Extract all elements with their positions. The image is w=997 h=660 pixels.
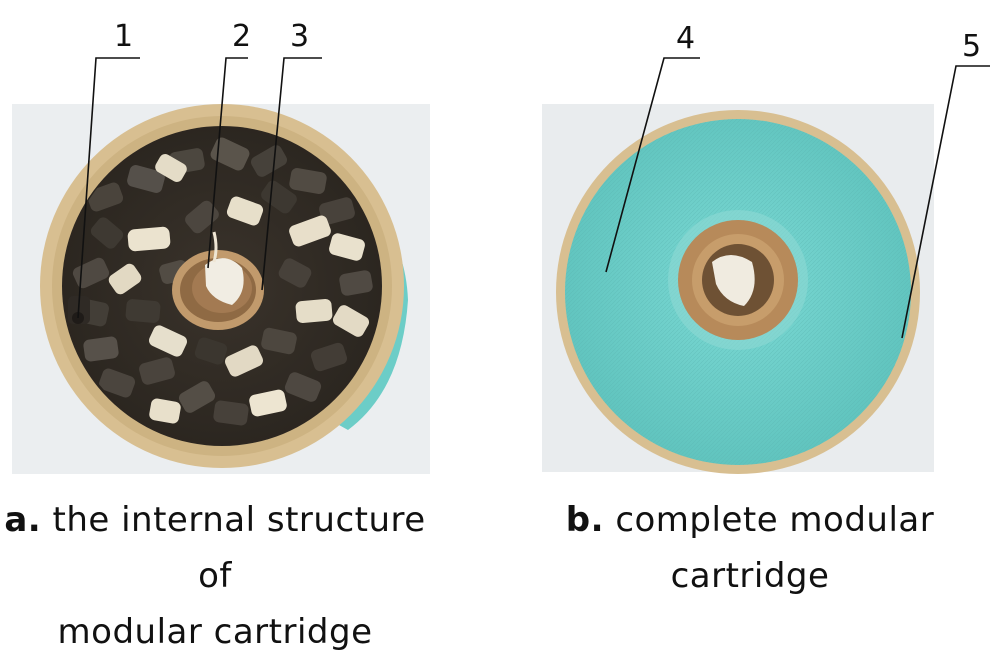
caption-b: b. complete modular cartridge — [540, 492, 960, 604]
callouts-a: 1 2 3 — [114, 19, 309, 54]
callout-1: 1 — [114, 19, 133, 54]
callout-4: 4 — [676, 21, 695, 56]
core-fiber — [205, 258, 244, 305]
photo-complete-cartridge — [542, 104, 934, 474]
caption-a-text1: the internal structure of — [52, 500, 426, 596]
core-fiber — [712, 255, 755, 306]
figure: 1 2 3 4 5 — [12, 19, 990, 474]
caption-a-line1: a. the internal structure of — [0, 492, 430, 604]
caption-b-label: b. — [565, 500, 604, 540]
caption-a: a. the internal structure of modular car… — [0, 492, 430, 660]
callout-5: 5 — [962, 29, 981, 64]
caption-b-text1: complete modular — [615, 500, 935, 540]
photo-internal-structure — [12, 104, 430, 474]
leader-lines-b — [605, 57, 990, 339]
caption-b-line1: b. complete modular — [540, 492, 960, 548]
callout-3: 3 — [290, 19, 309, 54]
caption-b-text2: cartridge — [670, 556, 830, 596]
pellets — [68, 137, 373, 426]
caption-a-label: a. — [4, 500, 42, 540]
leader-lines-a — [77, 57, 322, 319]
caption-a-text2: modular cartridge — [57, 612, 373, 652]
callouts-b: 4 5 — [676, 21, 981, 64]
callout-2: 2 — [232, 19, 251, 54]
